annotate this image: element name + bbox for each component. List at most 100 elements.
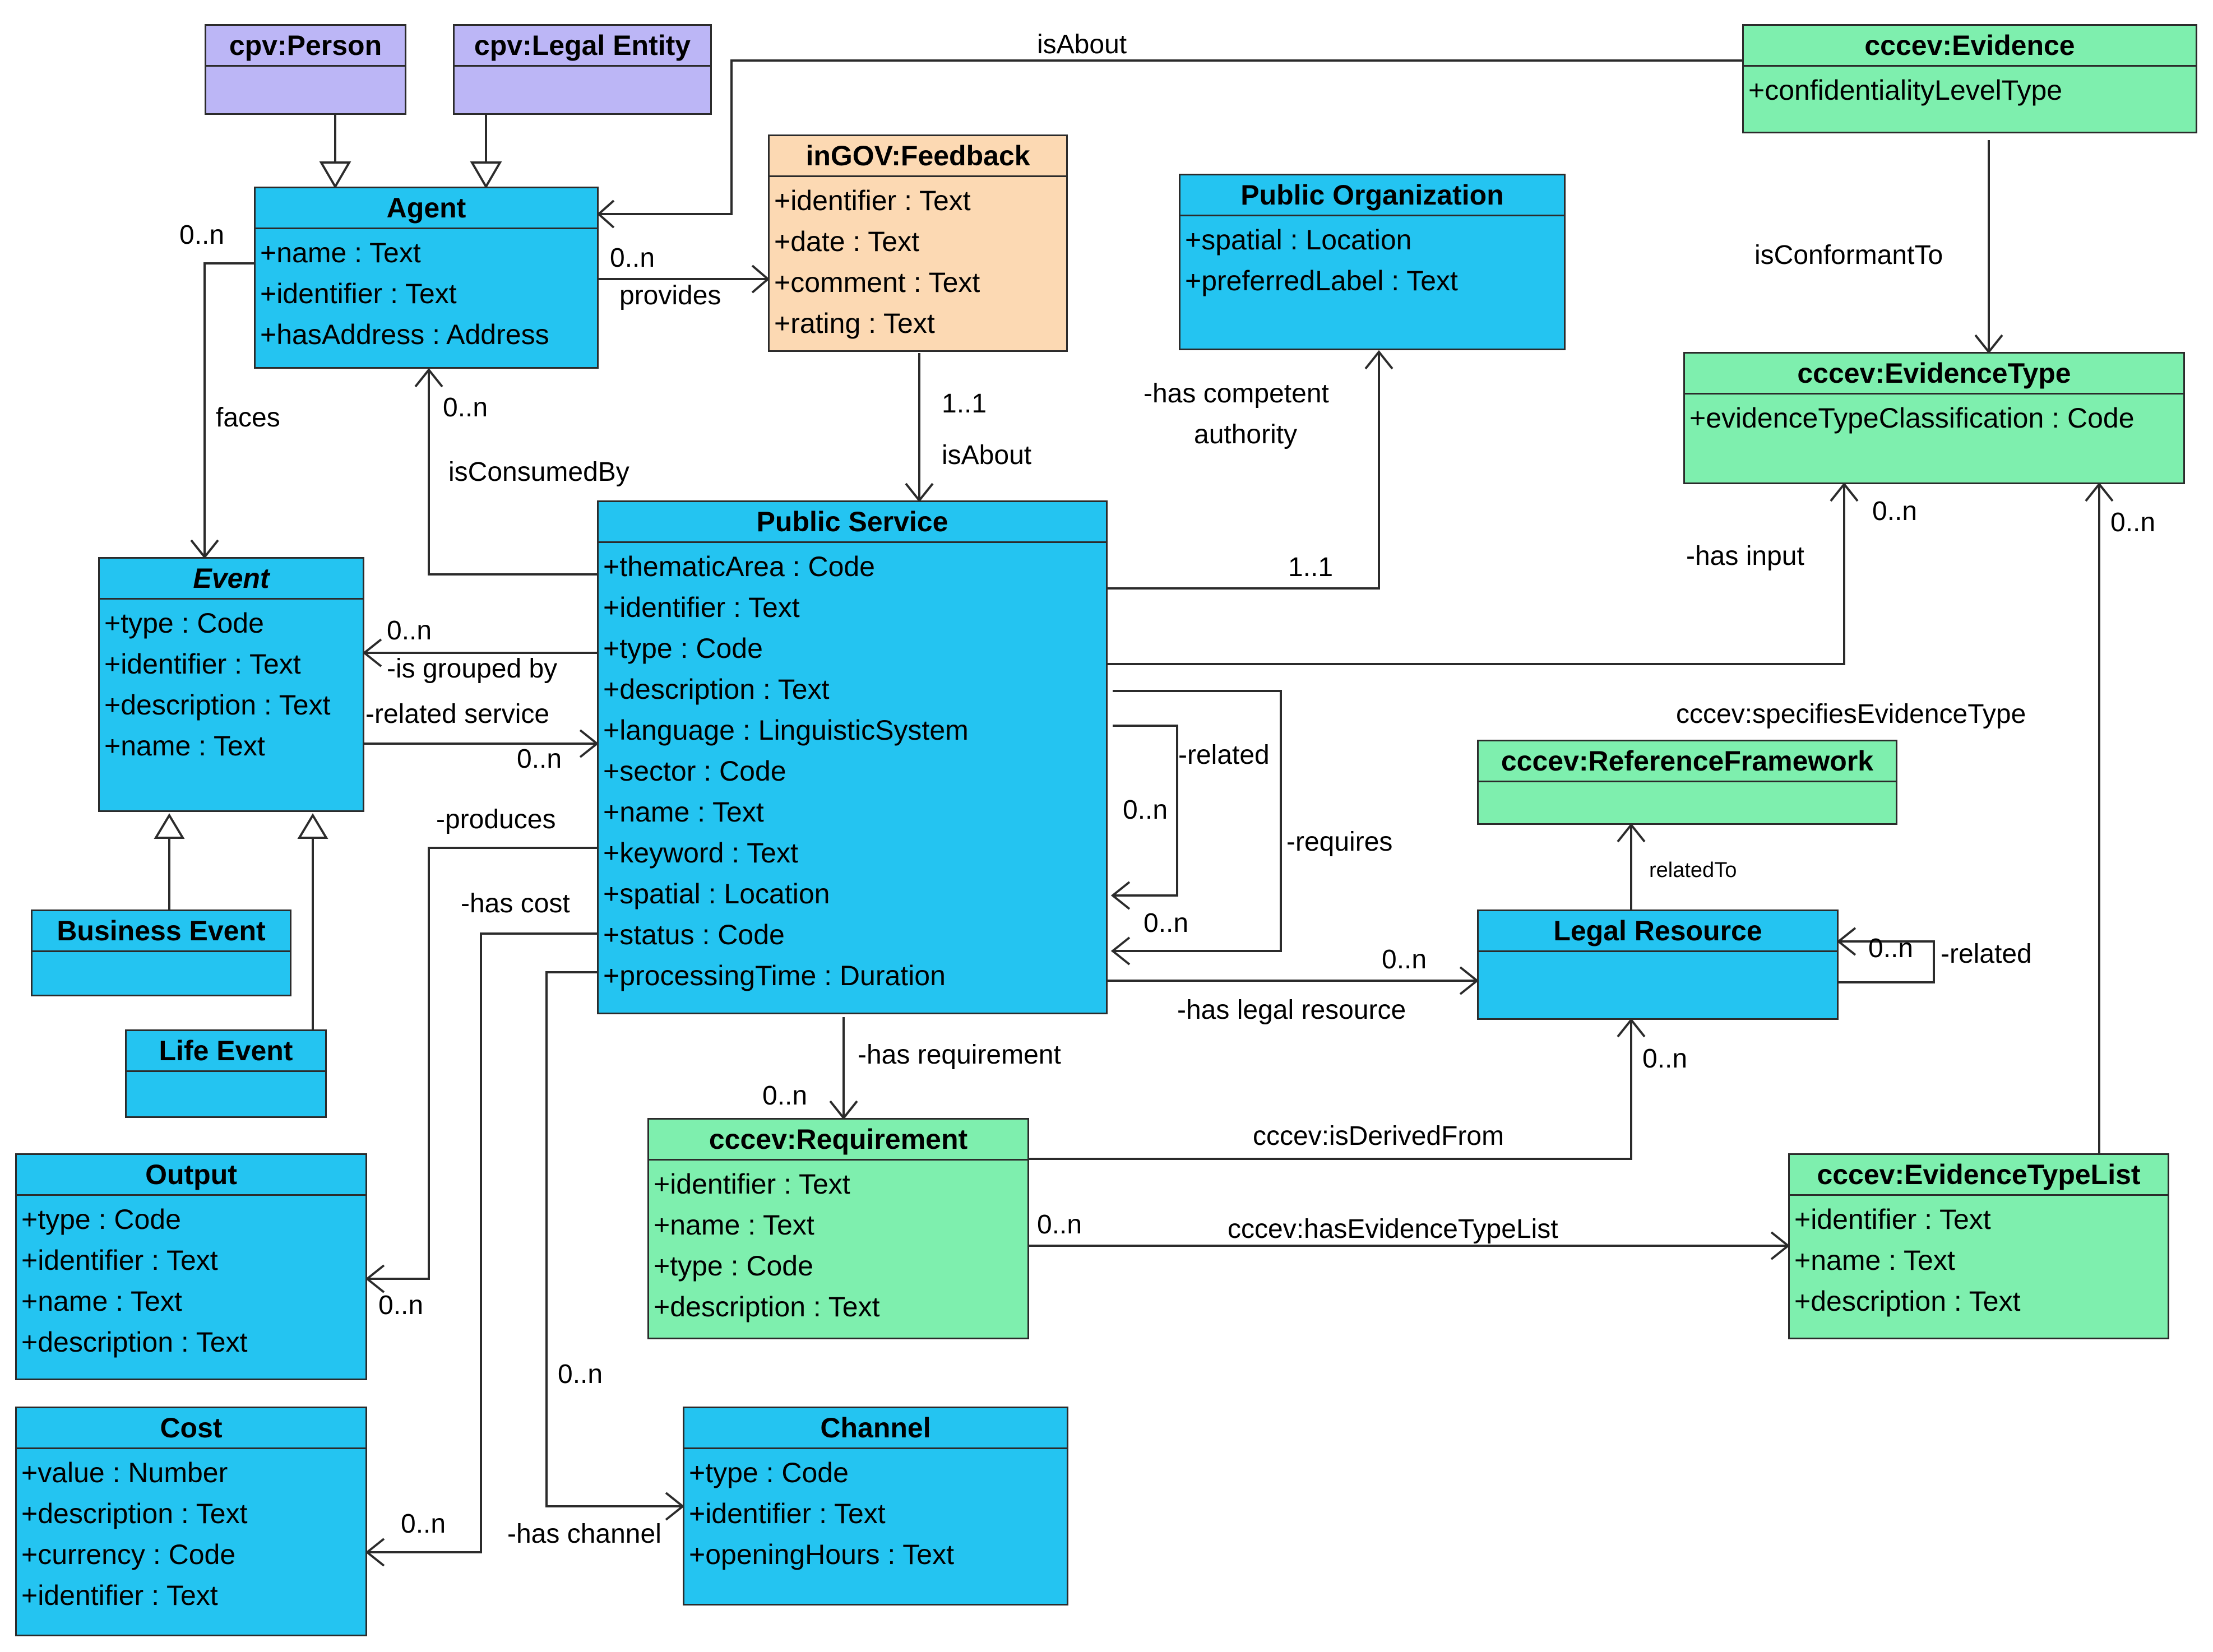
- attribute: +preferredLabel : Text: [1185, 265, 1458, 296]
- class-name: cccev:Requirement: [649, 1120, 1027, 1161]
- attribute: +date : Text: [774, 226, 919, 257]
- attribute: +type : Code: [104, 607, 264, 639]
- label-multiplicity: 0..n: [558, 1359, 603, 1389]
- class-agent[interactable]: Agent +name : Text +identifier : Text +h…: [254, 187, 599, 369]
- class-cost[interactable]: Cost +value : Number +description : Text…: [15, 1407, 367, 1636]
- service-authority-org-line: [1108, 352, 1380, 590]
- attribute: +name : Text: [603, 796, 764, 828]
- class-cccev-evidence-type-list[interactable]: cccev:EvidenceTypeList +identifier : Tex…: [1788, 1153, 2169, 1339]
- class-cccev-reference-framework[interactable]: cccev:ReferenceFramework: [1477, 740, 1897, 825]
- attribute: +spatial : Location: [1185, 224, 1412, 256]
- label-faces: faces: [216, 403, 280, 433]
- label-has-requirement: -has requirement: [858, 1040, 1061, 1070]
- label-multiplicity: 0..n: [1143, 908, 1189, 938]
- class-public-service[interactable]: Public Service +thematicArea : Code +ide…: [597, 500, 1108, 1014]
- label-is-consumed-by: isConsumedBy: [448, 457, 629, 487]
- class-output[interactable]: Output +type : Code +identifier : Text +…: [15, 1153, 367, 1380]
- attribute: +description : Text: [21, 1498, 248, 1529]
- class-name: Channel: [684, 1408, 1067, 1449]
- label-multiplicity: 0..n: [1872, 496, 1918, 526]
- evidence-isabout-agent-line: [599, 59, 1742, 215]
- attribute: +identifier : Text: [603, 592, 800, 623]
- label-authority: authority: [1194, 420, 1298, 449]
- class-legal-resource[interactable]: Legal Resource: [1477, 909, 1839, 1020]
- attribute: +identifier : Text: [654, 1168, 850, 1200]
- class-life-event[interactable]: Life Event: [125, 1029, 327, 1118]
- attribute: +name : Text: [1794, 1245, 1955, 1276]
- attribute: +comment : Text: [774, 267, 980, 298]
- label-multiplicity: 0..n: [1868, 934, 1914, 963]
- class-business-event[interactable]: Business Event: [31, 909, 291, 996]
- class-ingov-feedback[interactable]: inGOV:Feedback +identifier : Text +date …: [768, 134, 1068, 352]
- attribute: +keyword : Text: [603, 837, 798, 869]
- label-multiplicity: 0..n: [387, 616, 432, 646]
- class-name: cccev:EvidenceTypeList: [1790, 1155, 2168, 1196]
- attribute: +sector : Code: [603, 755, 786, 787]
- attribute: +currency : Code: [21, 1539, 236, 1570]
- service-related-self-line: [1113, 725, 1178, 897]
- class-name: cpv:Legal Entity: [455, 26, 710, 67]
- label-multiplicity: 0..n: [1382, 945, 1427, 975]
- class-cccev-requirement[interactable]: cccev:Requirement +identifier : Text +na…: [647, 1118, 1029, 1339]
- attribute: +status : Code: [603, 919, 785, 950]
- attribute: +evidenceTypeClassification : Code: [1689, 402, 2135, 434]
- attribute: +type : Code: [21, 1204, 181, 1235]
- class-name: cccev:ReferenceFramework: [1479, 741, 1896, 782]
- label-has-cost: -has cost: [461, 889, 570, 918]
- label-has-input: -has input: [1686, 541, 1804, 571]
- label-has-channel: -has channel: [507, 1519, 661, 1549]
- attribute: +type : Code: [603, 633, 763, 664]
- attribute: +value : Number: [21, 1457, 228, 1488]
- service-produces-output-line: [367, 847, 597, 1280]
- label-multiplicity: 1..1: [942, 389, 987, 419]
- attribute: +identifier : Text: [260, 278, 457, 309]
- label-produces: -produces: [436, 805, 556, 834]
- class-name: Legal Resource: [1479, 911, 1837, 952]
- attribute: +name : Text: [104, 730, 265, 762]
- class-cccev-evidence[interactable]: cccev:Evidence +confidentialityLevelType: [1742, 24, 2197, 133]
- label-multiplicity: 0..n: [378, 1291, 424, 1320]
- class-channel[interactable]: Channel +type : Code +identifier : Text …: [683, 1407, 1068, 1605]
- label-provides: provides: [619, 281, 721, 310]
- class-public-organization[interactable]: Public Organization +spatial : Location …: [1179, 174, 1566, 350]
- label-multiplicity: 0..n: [179, 220, 225, 250]
- attribute: +type : Code: [689, 1457, 849, 1488]
- attribute: +thematicArea : Code: [603, 551, 875, 582]
- class-cccev-evidence-type[interactable]: cccev:EvidenceType +evidenceTypeClassifi…: [1683, 352, 2185, 484]
- service-channel-line: [545, 971, 683, 1507]
- label-has-legal-resource: -has legal resource: [1177, 995, 1406, 1025]
- service-consumed-by-agent-line: [428, 370, 597, 576]
- attribute: +description : Text: [603, 674, 830, 705]
- legal-related-self-line: [1839, 940, 1935, 983]
- class-name: Cost: [17, 1408, 365, 1449]
- class-event[interactable]: Event +type : Code +identifier : Text +d…: [98, 557, 364, 812]
- agent-faces-event-line: [203, 262, 254, 557]
- attribute: +description : Text: [104, 689, 331, 721]
- class-name: cccev:EvidenceType: [1685, 354, 2183, 395]
- label-has-competent: -has competent: [1143, 379, 1329, 409]
- attribute: +identifier : Text: [774, 185, 971, 216]
- class-cpv-legal-entity[interactable]: cpv:Legal Entity: [453, 24, 712, 115]
- label-multiplicity: 0..n: [2110, 508, 2156, 537]
- class-name: Event: [100, 559, 363, 600]
- class-cpv-person[interactable]: cpv:Person: [205, 24, 406, 115]
- attribute: +identifier : Text: [21, 1245, 218, 1276]
- attribute: +identifier : Text: [104, 648, 301, 680]
- attribute: +hasAddress : Address: [260, 319, 549, 350]
- label-is-grouped-by: -is grouped by: [387, 654, 558, 684]
- label-isabout-evidence-agent: isAbout: [1037, 30, 1127, 59]
- label-multiplicity: 0..n: [1037, 1210, 1082, 1240]
- service-cost-line: [367, 932, 597, 1553]
- attribute: +name : Text: [654, 1209, 814, 1241]
- class-name: cccev:Evidence: [1744, 26, 2196, 67]
- class-name: cpv:Person: [206, 26, 405, 67]
- label-related-to: relatedTo: [1649, 859, 1737, 882]
- attribute: +language : LinguisticSystem: [603, 714, 969, 746]
- attribute: +identifier : Text: [21, 1580, 218, 1611]
- label-specifies-evidence-type: cccev:specifiesEvidenceType: [1676, 699, 2026, 729]
- attribute: +type : Code: [654, 1250, 813, 1282]
- attribute: +rating : Text: [774, 308, 935, 339]
- class-name: Public Service: [599, 502, 1106, 543]
- attribute: +processingTime : Duration: [603, 960, 946, 991]
- label-isabout-feedback-service: isAbout: [942, 440, 1032, 470]
